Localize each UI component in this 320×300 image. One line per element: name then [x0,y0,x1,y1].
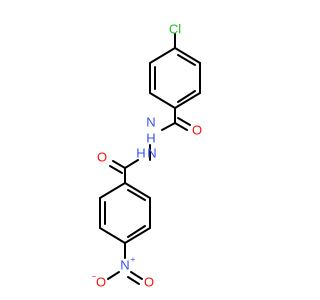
bond [127,225,146,238]
chlorine-atom-label: Cl [169,21,181,36]
molecule-structure: Cl O N H H N O N + O − O [92,21,202,289]
bond [174,92,201,109]
nitro-oxygen-label: O [144,274,154,289]
bond [124,182,151,199]
bond [109,165,123,174]
chlorophenyl-ring [149,47,201,109]
bond [177,90,196,103]
bond [161,122,176,131]
negative-charge: − [92,272,97,281]
bond [177,54,196,66]
bond [149,92,176,109]
bond [177,117,191,126]
hydrogen-atom-label: H [136,145,145,160]
bond [99,182,126,199]
bond [124,227,151,244]
oxygen-atom-label: O [192,122,202,137]
hydrogen-atom-label: H [146,130,155,145]
bond [174,47,201,64]
nitro-oxygen-label: O [96,274,106,289]
bond [107,271,120,280]
nitrogen-atom-label: N [146,114,155,129]
bond [174,122,188,131]
nitrogen-atom-label: N [147,145,156,160]
bond [99,227,126,244]
nitrophenyl-ring [99,182,151,244]
oxygen-atom-label: O [97,149,107,164]
positive-charge: + [131,255,136,264]
bond [130,271,143,280]
nitro-nitrogen-label: N [120,257,129,272]
bond [127,276,140,285]
bond [112,160,126,169]
bond [149,47,176,64]
bond [124,159,139,169]
bond [127,189,146,201]
